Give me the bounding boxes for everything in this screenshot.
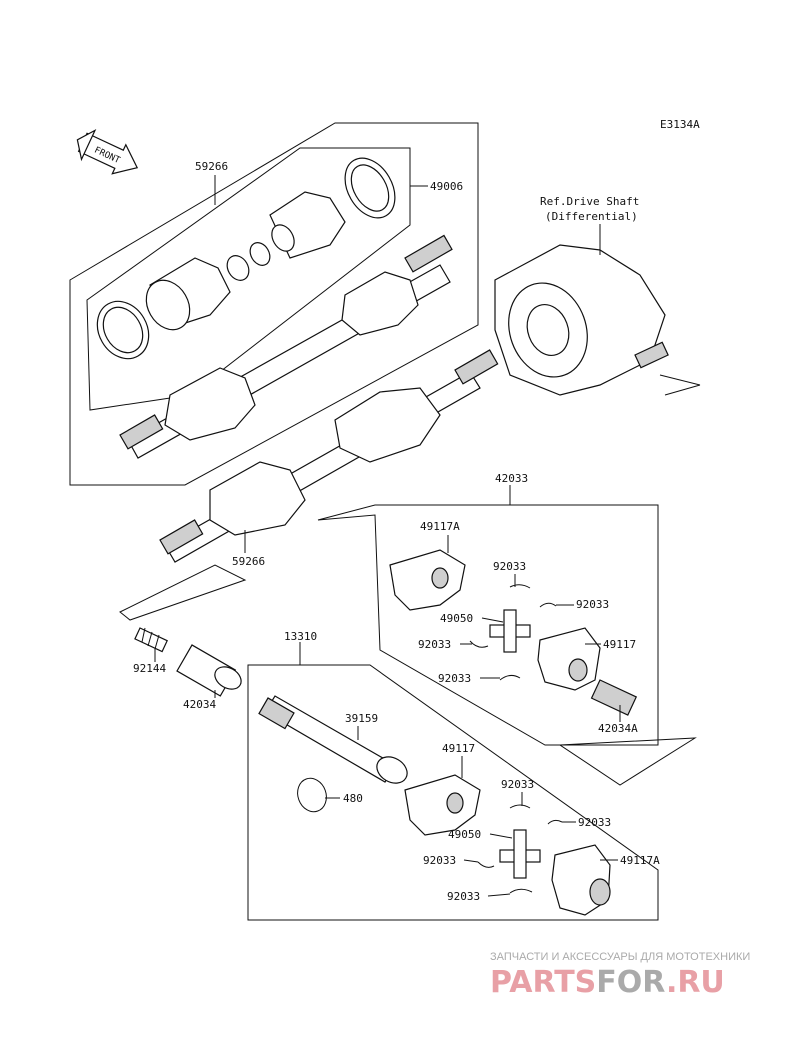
- part-92033-h: 92033: [447, 890, 480, 903]
- yoke-49117a-a: [389, 549, 466, 611]
- top-group-frame: [69, 122, 479, 486]
- part-480: 480: [343, 792, 363, 805]
- circlip-group-b: [477, 804, 563, 894]
- joint-kit-frame-13310: [247, 642, 659, 921]
- part-92033-d: 92033: [438, 672, 471, 685]
- watermark-subtitle: ЗАПЧАСТИ И АКСЕССУАРЫ ДЛЯ МОТОТЕХНИКИ: [490, 951, 750, 963]
- part-49117-b: 49117: [442, 742, 475, 755]
- yoke-49117-a: [537, 627, 601, 691]
- front-arrow-icon: FRONT: [76, 128, 139, 175]
- watermark-brand-for: FOR: [596, 965, 666, 1000]
- part-59266-bottom: 59266: [232, 555, 265, 568]
- diagram-code: E3134A: [660, 118, 700, 131]
- part-92033-b: 92033: [576, 598, 609, 611]
- spider-49050-b: [499, 829, 541, 879]
- yoke-49117-b: [404, 774, 481, 836]
- part-39159: 39159: [345, 712, 378, 725]
- svg-text:PARTSFOR.RU: PARTSFOR.RU: [490, 965, 725, 1000]
- part-49117-a: 49117: [603, 638, 636, 651]
- part-92033-g: 92033: [423, 854, 456, 867]
- yoke-49117a-b: [551, 844, 611, 916]
- watermark-brand-parts: PARTS: [490, 965, 596, 1000]
- spring-92144: [134, 627, 168, 653]
- part-49006: 49006: [430, 180, 463, 193]
- part-42033: 42033: [495, 472, 528, 485]
- circlip-group-a: [469, 584, 557, 681]
- lower-drive-shaft: [159, 349, 499, 563]
- joint-kit-frame-42033: [317, 485, 697, 786]
- part-92144: 92144: [133, 662, 166, 675]
- part-49050-b: 49050: [448, 828, 481, 841]
- part-92033-c: 92033: [418, 638, 451, 651]
- sleeve-42034: [176, 644, 242, 697]
- spider-49050-a: [489, 609, 531, 653]
- part-49117a-b: 49117A: [620, 854, 660, 867]
- ref-drive-shaft-label: Ref.Drive Shaft: [540, 195, 639, 208]
- sleeve-group-frame: [119, 564, 247, 621]
- part-92033-e: 92033: [501, 778, 534, 791]
- part-92033-f: 92033: [578, 816, 611, 829]
- part-49117a-a: 49117A: [420, 520, 460, 533]
- upper-drive-shaft: [119, 234, 453, 459]
- shaft-39159: [258, 695, 408, 784]
- part-49050-a: 49050: [440, 612, 473, 625]
- part-92033-a: 92033: [493, 560, 526, 573]
- circlip-480: [297, 777, 327, 813]
- part-42034: 42034: [183, 698, 216, 711]
- watermark-brand-ru: .RU: [666, 965, 725, 1000]
- differential-housing: [494, 244, 701, 396]
- shaft-42034a: [590, 679, 638, 716]
- watermark: ЗАПЧАСТИ И АКСЕССУАРЫ ДЛЯ МОТОТЕХНИКИ PA…: [490, 951, 750, 1000]
- boot-kit: [96, 157, 396, 360]
- part-59266-top: 59266: [195, 160, 228, 173]
- part-13310: 13310: [284, 630, 317, 643]
- part-42034a: 42034A: [598, 722, 638, 735]
- ref-differential-label: (Differential): [545, 210, 638, 223]
